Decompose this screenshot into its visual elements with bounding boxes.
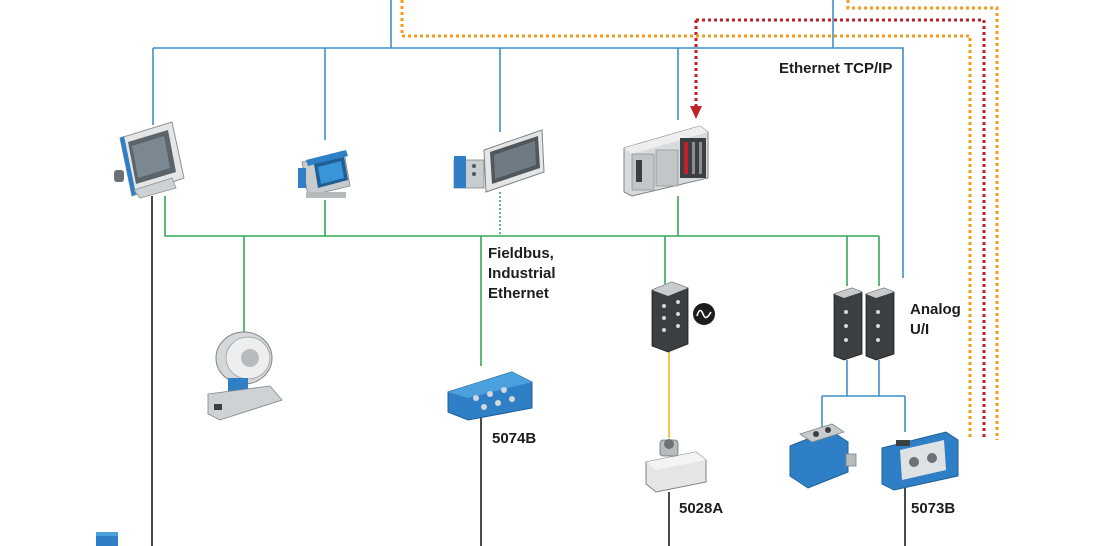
touch-panel-icon [114,121,185,199]
analog-io-module-icon [833,287,895,361]
analog-label-line1: Analog [910,301,961,318]
fieldbus-label: Fieldbus, Industrial Ethernet [488,244,556,304]
arrow-down-icon [690,106,702,119]
signal-conditioner-icon [645,439,707,493]
partial-device-icon [96,532,118,546]
charge-amplifier-icon [881,431,959,491]
analog-label-line2: U/I [910,321,930,338]
analog-branch-lines [821,360,906,432]
torque-flange-sensor-icon [207,331,283,421]
compact-hmi-icon [298,150,351,198]
analog-label: Analog U/I [910,300,961,340]
digital-signal-icon [693,303,715,325]
fieldbus-label-line1: Fieldbus, [488,245,554,262]
ethernet-bus [152,0,904,278]
dotted-orange-cable [400,0,999,440]
fieldbus-coupler-icon [447,371,533,421]
io-module-icon [651,281,689,353]
model-5074b-label: 5074B [492,430,537,447]
sensor-cables [151,196,906,546]
rotating-torque-sensor-icon [789,423,857,489]
fieldbus-label-line2: Industrial [488,265,556,282]
ethernet-tcpip-label: Ethernet TCP/IP [779,60,893,77]
controller-io-rack-icon [623,125,709,197]
fieldbus-label-line3: Ethernet [488,285,549,302]
dotted-red-cable [694,18,986,440]
model-5028a-label: 5028A [679,500,724,517]
fieldbus-network [164,196,880,366]
industrial-pc-monitor-icon [453,129,545,193]
model-5073b-label: 5073B [911,500,956,517]
